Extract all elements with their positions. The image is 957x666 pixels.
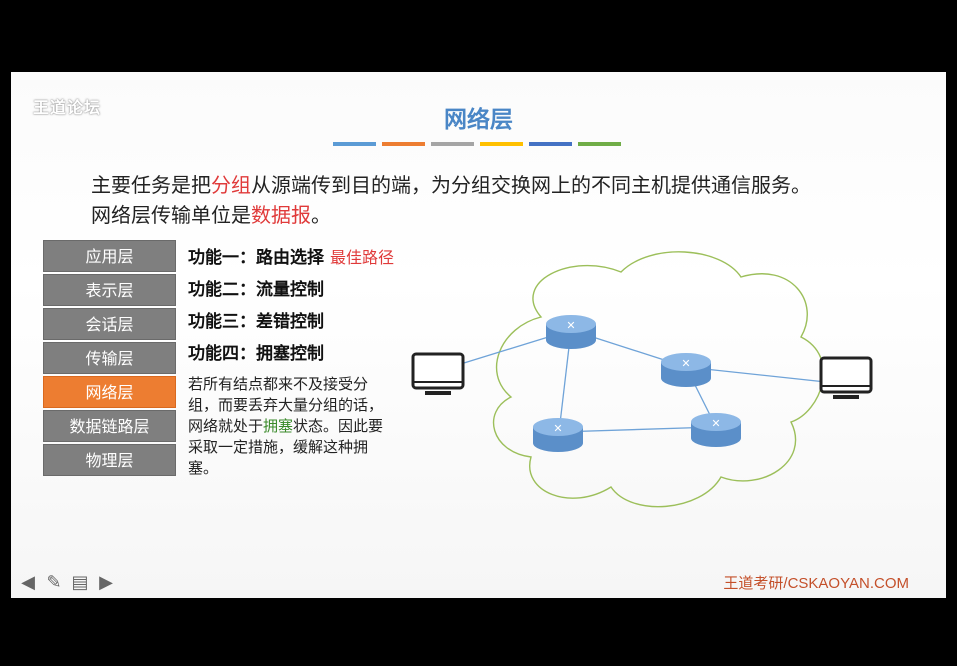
svg-text:✕: ✕ (711, 417, 720, 430)
intro-text: 主要任务是把分组从源端传到目的端，为分组交换网上的不同主机提供通信服务。 网络层… (91, 170, 811, 230)
svg-text:✕: ✕ (566, 319, 575, 332)
intro-text-part: 网络层传输单位是 (91, 203, 251, 227)
color-bar (333, 142, 376, 146)
network-cloud (492, 251, 825, 508)
network-links (450, 329, 827, 433)
highlight-packet: 分组 (211, 173, 251, 197)
arrow-right-icon[interactable]: ▶ (99, 572, 113, 593)
layer-network: 网络层 (43, 376, 176, 408)
highlight-congestion: 拥塞 (263, 417, 294, 435)
color-bar (578, 142, 621, 146)
host-computer-icon (819, 356, 873, 399)
color-bar (382, 142, 425, 146)
host-computer-icon (411, 352, 465, 395)
function-item: 功能三：差错控制 (188, 311, 394, 343)
function-label: 功能三：差错控制 (188, 312, 324, 332)
color-bar (431, 142, 474, 146)
congestion-paragraph: 若所有结点都来不及接受分组，而要丢弃大量分组的话，网络就处于拥塞状态。因此要采取… (188, 374, 393, 479)
slide: 王道论坛 网络层 主要任务是把分组从源端传到目的端，为分组交换网上的不同主机提供… (11, 72, 946, 598)
menu-icon[interactable]: ▤ (71, 572, 89, 593)
link (558, 426, 717, 433)
svg-text:✕: ✕ (681, 357, 690, 370)
layer-application: 应用层 (43, 240, 176, 272)
pen-icon[interactable]: ✎ (46, 572, 62, 593)
slide-nav: ◀ ✎ ▤ ▶ (17, 572, 117, 594)
congestion-text: 状态。因此要采取一定措施，缓解这种拥塞。 (188, 417, 384, 477)
function-label: 功能二：流量控制 (188, 280, 324, 300)
function-item: 功能四：拥塞控制 (188, 343, 394, 375)
network-diagram: ✕ ✕ ✕ ✕ (411, 251, 873, 508)
intro-text-part: 从源端传到目的端，为分组交换网上的不同主机提供通信服务。 (251, 173, 811, 197)
slide-title: 网络层 (444, 107, 513, 133)
congestion-text: 若所有结点都来不及接受分组，而要丢弃大量分组的话，网络就处于 (188, 375, 384, 435)
function-item: 功能一：路由选择最佳路径 (188, 247, 394, 279)
svg-text:✕: ✕ (553, 422, 562, 435)
highlight-datagram: 数据报 (251, 203, 311, 227)
layer-presentation: 表示层 (43, 274, 176, 306)
function-note: 最佳路径 (330, 248, 395, 267)
router-icon: ✕ (661, 353, 711, 387)
footer-brand: 王道考研/CSKAOYAN.COM (723, 575, 909, 592)
layer-session: 会话层 (43, 308, 176, 340)
arrow-left-icon[interactable]: ◀ (21, 572, 35, 593)
watermark-text: 王道论坛 (33, 98, 102, 117)
intro-text-part: 主要任务是把 (91, 173, 211, 197)
function-list: 功能一：路由选择最佳路径 功能二：流量控制 功能三：差错控制 功能四：拥塞控制 (188, 247, 394, 375)
layer-physical: 物理层 (43, 444, 176, 476)
osi-layer-stack: 应用层 表示层 会话层 传输层 网络层 数据链路层 物理层 (43, 240, 176, 478)
intro-line-2: 网络层传输单位是数据报。 (91, 200, 811, 230)
title-color-bars (333, 142, 621, 146)
function-item: 功能二：流量控制 (188, 279, 394, 311)
function-label: 功能一：路由选择 (188, 248, 324, 268)
intro-text-part: 。 (311, 203, 331, 227)
router-icon: ✕ (691, 413, 741, 447)
color-bar (480, 142, 523, 146)
intro-line-1: 主要任务是把分组从源端传到目的端，为分组交换网上的不同主机提供通信服务。 (91, 170, 811, 200)
color-bar (529, 142, 572, 146)
router-icon: ✕ (533, 418, 583, 452)
layer-transport: 传输层 (43, 342, 176, 374)
router-icon: ✕ (546, 315, 596, 349)
function-label: 功能四：拥塞控制 (188, 344, 324, 364)
layer-data-link: 数据链路层 (43, 410, 176, 442)
